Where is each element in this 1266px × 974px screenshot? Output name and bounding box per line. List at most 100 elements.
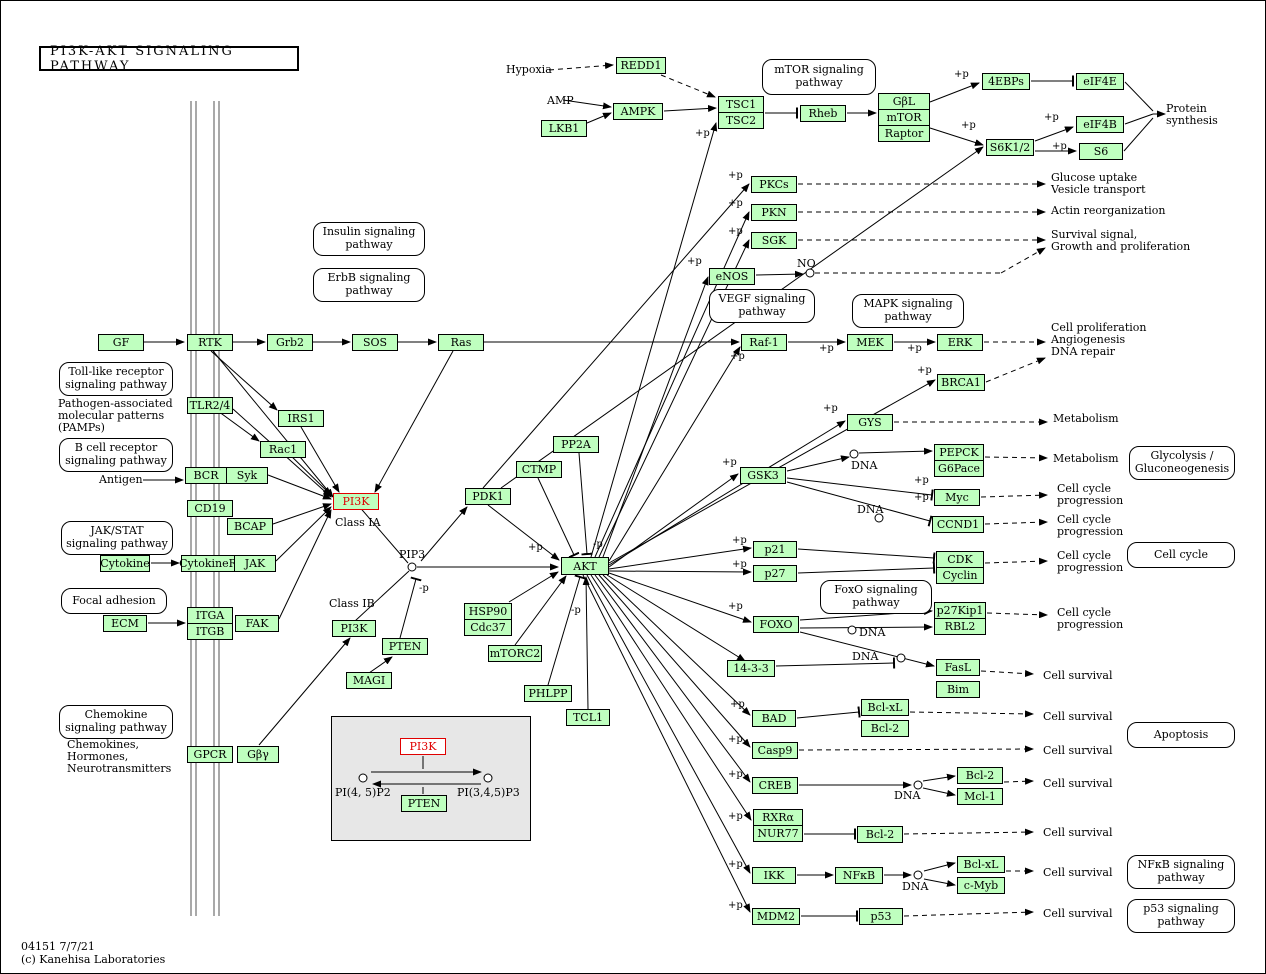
gene-ikk[interactable]: IKK [752, 867, 796, 884]
gene-mcl-1[interactable]: Mcl-1 [957, 788, 1003, 805]
gene-bim[interactable]: Bim [936, 681, 980, 698]
pathway-focal-adhesion[interactable]: Focal adhesion [61, 588, 167, 614]
gene-bcl-2[interactable]: Bcl-2 [957, 767, 1003, 784]
gene-s6[interactable]: S6 [1079, 143, 1123, 160]
gene-c-myb[interactable]: c-Myb [957, 877, 1005, 894]
gene-4ebps[interactable]: 4EBPs [982, 73, 1030, 90]
gene-bcl-2[interactable]: Bcl-2 [861, 720, 909, 737]
gene-fak[interactable]: FAK [235, 615, 279, 632]
pathway-p53-signaling-pathway[interactable]: p53 signaling pathway [1127, 899, 1235, 933]
gene-p27kip1[interactable]: p27Kip1 [934, 602, 986, 619]
gene-gpcr[interactable]: GPCR [187, 746, 233, 763]
gene-tlr2-4[interactable]: TLR2/4 [187, 397, 233, 414]
gene-cytokiner[interactable]: CytokineR [179, 555, 237, 572]
gene-s6k1-2[interactable]: S6K1/2 [986, 139, 1034, 156]
gene-pi3k[interactable]: PI3K [333, 493, 379, 510]
gene-raptor[interactable]: Raptor [878, 125, 930, 142]
gene-bcl-2[interactable]: Bcl-2 [857, 826, 903, 843]
gene-phlpp[interactable]: PHLPP [524, 685, 572, 702]
gene-myc[interactable]: Myc [934, 489, 980, 506]
gene-cytokine[interactable]: Cytokine [100, 555, 150, 572]
gene-nf-b[interactable]: NFκB [835, 867, 883, 884]
pathway-chemokine-signaling-pathway[interactable]: Chemokine signaling pathway [59, 705, 173, 739]
gene-tsc1[interactable]: TSC1 [718, 96, 764, 113]
gene-tcl1[interactable]: TCL1 [566, 709, 610, 726]
gene-lkb1[interactable]: LKB1 [541, 120, 587, 137]
gene-p21[interactable]: p21 [753, 541, 797, 558]
pathway-cell-cycle[interactable]: Cell cycle [1127, 542, 1235, 568]
gene-pdk1[interactable]: PDK1 [465, 488, 511, 505]
gene-pp2a[interactable]: PP2A [553, 436, 599, 453]
pathway-toll-like-receptor-signaling-pathway[interactable]: Toll-like receptor signaling pathway [59, 362, 173, 396]
gene-rheb[interactable]: Rheb [800, 105, 846, 122]
pathway-erbb-signaling-pathway[interactable]: ErbB signaling pathway [313, 268, 425, 302]
gene-rbl2[interactable]: RBL2 [934, 618, 986, 635]
gene-pepck[interactable]: PEPCK [934, 444, 984, 461]
pathway-foxo-signaling-pathway[interactable]: FoxO signaling pathway [820, 580, 932, 614]
gene-jak[interactable]: JAK [234, 555, 276, 572]
gene-pkcs[interactable]: PKCs [751, 176, 797, 193]
gene-bcr[interactable]: BCR [185, 467, 227, 484]
gene-rtk[interactable]: RTK [187, 334, 233, 351]
gene-irs1[interactable]: IRS1 [278, 410, 324, 427]
gene-cd19[interactable]: CD19 [187, 500, 233, 517]
gene-ampk[interactable]: AMPK [613, 103, 663, 120]
gene-ctmp[interactable]: CTMP [516, 461, 562, 478]
gene-ecm[interactable]: ECM [103, 615, 147, 632]
pathway-insulin-signaling-pathway[interactable]: Insulin signaling pathway [313, 222, 425, 256]
gene-hsp90[interactable]: HSP90 [464, 603, 512, 620]
gene-itga[interactable]: ITGA [187, 607, 233, 624]
gene-bcap[interactable]: BCAP [227, 518, 273, 535]
pathway-apoptosis[interactable]: Apoptosis [1127, 722, 1235, 748]
gene-grb2[interactable]: Grb2 [267, 334, 313, 351]
gene-raf-1[interactable]: Raf-1 [741, 334, 787, 351]
gene-erk[interactable]: ERK [937, 334, 983, 351]
gene-g-l[interactable]: GβL [878, 93, 930, 110]
gene-syk[interactable]: Syk [226, 467, 268, 484]
gene-gf[interactable]: GF [98, 334, 144, 351]
gene-itgb[interactable]: ITGB [187, 623, 233, 640]
gene-pten[interactable]: PTEN [382, 638, 428, 655]
gene-redd1[interactable]: REDD1 [616, 57, 666, 74]
gene-cyclin[interactable]: Cyclin [936, 567, 984, 584]
gene-g[interactable]: Gβγ [237, 746, 279, 763]
pathway-mapk-signaling-pathway[interactable]: MAPK signaling pathway [852, 294, 964, 328]
gene-mtor[interactable]: mTOR [878, 109, 930, 126]
gene-rac1[interactable]: Rac1 [260, 441, 306, 458]
gene-mek[interactable]: MEK [847, 334, 893, 351]
gene-bad[interactable]: BAD [752, 710, 796, 727]
gene-cdc37[interactable]: Cdc37 [464, 619, 512, 636]
gene-nur77[interactable]: NUR77 [753, 825, 803, 842]
gene-mdm2[interactable]: MDM2 [752, 908, 800, 925]
gene-enos[interactable]: eNOS [709, 268, 755, 285]
pathway-nf-b-signaling-pathway[interactable]: NFκB signaling pathway [1127, 855, 1235, 889]
gene-tsc2[interactable]: TSC2 [718, 112, 764, 129]
gene-pi3k[interactable]: PI3K [400, 738, 446, 755]
gene-brca1[interactable]: BRCA1 [937, 374, 985, 391]
gene-sgk[interactable]: SGK [751, 232, 797, 249]
pathway-jak-stat-signaling-pathway[interactable]: JAK/STAT signaling pathway [61, 521, 173, 555]
pathway-b-cell-receptor-signaling-pathway[interactable]: B cell receptor signaling pathway [59, 438, 173, 472]
gene-eif4b[interactable]: eIF4B [1076, 116, 1124, 133]
gene-foxo[interactable]: FOXO [753, 616, 799, 633]
gene-sos[interactable]: SOS [352, 334, 398, 351]
gene-mtorc2[interactable]: mTORC2 [488, 645, 542, 662]
gene-gsk3[interactable]: GSK3 [740, 467, 786, 484]
gene-bcl-xl[interactable]: Bcl-xL [861, 699, 909, 716]
pathway-glycolysis-gluconeogenesis[interactable]: Glycolysis / Gluconeogenesis [1129, 446, 1235, 480]
gene-p27[interactable]: p27 [753, 565, 797, 582]
gene-creb[interactable]: CREB [752, 777, 798, 794]
gene-p53[interactable]: p53 [859, 908, 903, 925]
gene-akt[interactable]: AKT [561, 557, 609, 575]
gene-pkn[interactable]: PKN [751, 204, 797, 221]
pathway-mtor-signaling-pathway[interactable]: mTOR signaling pathway [762, 59, 876, 95]
gene-magi[interactable]: MAGI [346, 672, 392, 689]
gene-pten[interactable]: PTEN [401, 795, 447, 812]
gene-fasl[interactable]: FasL [936, 659, 980, 676]
gene-pi3k[interactable]: PI3K [332, 620, 376, 637]
gene-bcl-xl[interactable]: Bcl-xL [957, 856, 1005, 873]
gene-eif4e[interactable]: eIF4E [1076, 73, 1124, 90]
gene-gys[interactable]: GYS [847, 414, 893, 431]
gene-cdk[interactable]: CDK [936, 551, 984, 568]
pathway-vegf-signaling-pathway[interactable]: VEGF signaling pathway [709, 289, 815, 323]
